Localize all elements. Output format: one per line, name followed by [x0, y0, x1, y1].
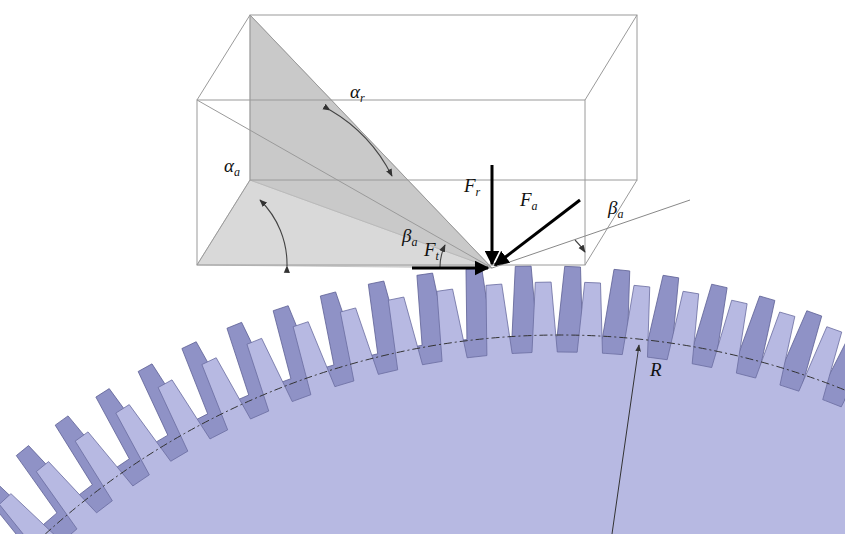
wireframe-box — [197, 15, 637, 268]
angle-arc — [260, 110, 585, 268]
symbol-label: Fa — [520, 190, 538, 213]
symbol-label: βa — [608, 198, 623, 221]
symbol-label: R — [650, 360, 662, 381]
radius-line — [612, 345, 639, 534]
pitch-circle — [0, 335, 845, 534]
symbol-label: βa — [402, 226, 417, 249]
symbol-label: αr — [350, 82, 365, 105]
symbol-label: αa — [224, 156, 240, 179]
gear-front-face — [0, 282, 845, 534]
symbol-label: Fr — [464, 176, 480, 199]
helical-gear — [0, 266, 845, 534]
symbol-label: Ft — [424, 240, 439, 263]
shaded-plane — [250, 15, 492, 268]
helix-line — [492, 200, 690, 268]
force-arrow — [412, 165, 580, 268]
